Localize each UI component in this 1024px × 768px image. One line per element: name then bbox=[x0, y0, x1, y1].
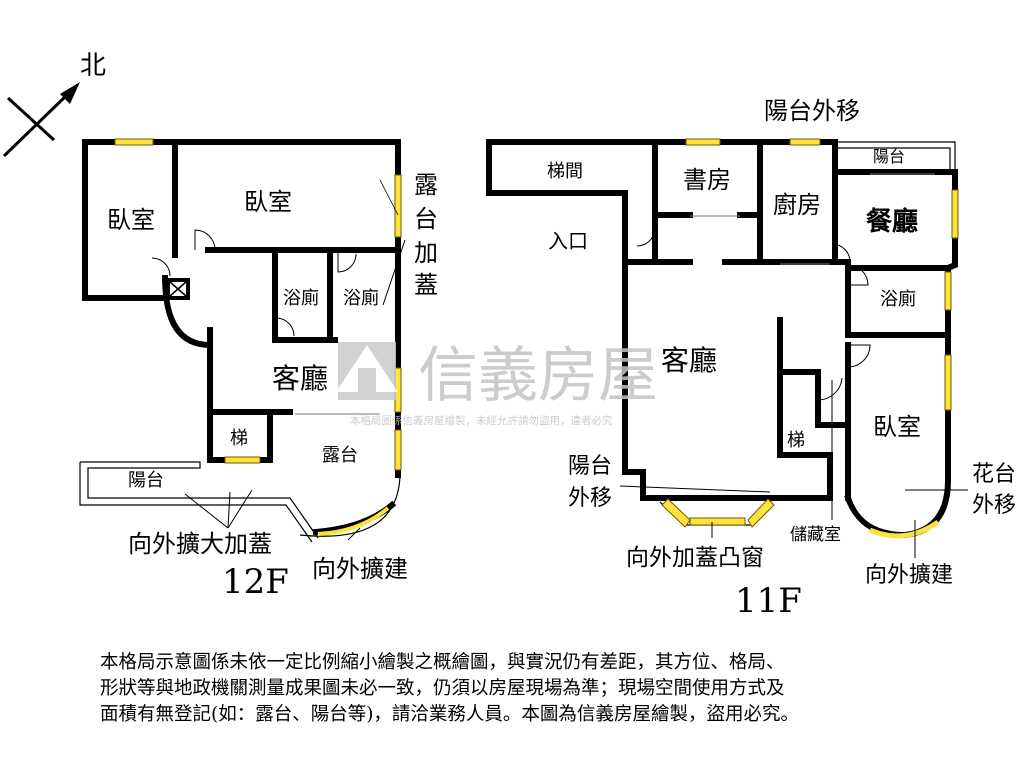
room-living-12f: 客廳 bbox=[272, 362, 328, 395]
room-balcony-11f: 陽台 bbox=[873, 147, 905, 166]
disclaimer-line: 面積有無登記(如：露台、陽台等)，請洽業務人員。本圖為信義房屋繪製，盜用必究。 bbox=[100, 704, 799, 725]
compass: 北 bbox=[2, 51, 106, 158]
room-bedroom-left: 臥室 bbox=[107, 206, 155, 234]
window bbox=[951, 189, 959, 239]
note-balcony-move-left-2: 外移 bbox=[568, 486, 612, 511]
window bbox=[224, 456, 261, 464]
north-arrow-icon bbox=[60, 82, 80, 104]
wall-outer-left-top bbox=[486, 139, 628, 265]
room-terrace: 露台 bbox=[322, 445, 358, 466]
annotation-leader bbox=[227, 489, 253, 529]
disclaimer-line: 形狀等與地政機關測量成果圖未必一致，仍須以房屋現場為準；現場空間使用方式及 bbox=[100, 678, 785, 699]
room-stairwell: 梯間 bbox=[547, 161, 583, 182]
window bbox=[789, 138, 821, 146]
watermark-small: 本格局圖係信義房屋繪製，未經允許請勿盜用，違者必究 bbox=[350, 414, 613, 427]
balcony-outline bbox=[835, 147, 951, 172]
wall-inner bbox=[272, 252, 338, 343]
window bbox=[685, 138, 721, 146]
north-label: 北 bbox=[80, 51, 106, 81]
door-swing bbox=[636, 227, 656, 247]
wall-outer-left bbox=[82, 139, 168, 301]
room-balcony-12f: 陽台 bbox=[128, 470, 164, 491]
floor-12f: 臥室 臥室 浴廁 浴廁 客廳 梯 露台 陽台 露 台 加 蓋 向外擴大加蓋 向外… bbox=[79, 138, 438, 602]
room-study: 書房 bbox=[683, 166, 731, 194]
wall-outer-top bbox=[82, 139, 401, 423]
window bbox=[944, 354, 952, 411]
wall-inner bbox=[777, 317, 851, 428]
window bbox=[394, 429, 402, 471]
disclaimer: 本格局示意圖係未依一定比例縮小繪製之概繪圖，與實況仍有差距，其方位、格局、 形狀… bbox=[100, 650, 940, 728]
note-garden-move-2: 外移 bbox=[972, 493, 1016, 518]
window bbox=[661, 498, 691, 528]
annotation-leader bbox=[347, 527, 361, 541]
note-expand-cover: 向外擴大加蓋 bbox=[128, 530, 272, 558]
room-stair-12f: 梯 bbox=[230, 428, 248, 449]
annotation-leader bbox=[382, 239, 406, 306]
door-swing bbox=[151, 257, 171, 277]
door-swing bbox=[275, 317, 295, 337]
door-swing bbox=[847, 344, 871, 368]
room-living-11f: 客廳 bbox=[661, 344, 717, 377]
note-terrace-cover-3: 加 bbox=[414, 239, 438, 267]
window-curved bbox=[869, 519, 940, 539]
room-bath-11f: 浴廁 bbox=[880, 288, 916, 310]
floor-title-11f: 11F bbox=[735, 581, 802, 621]
room-bath-right: 浴廁 bbox=[343, 287, 379, 309]
room-kitchen: 廚房 bbox=[773, 191, 821, 219]
room-dining: 餐廳 bbox=[866, 206, 918, 237]
floor-11f: 梯間 書房 廚房 陽台 餐廳 入口 浴廁 客廳 臥室 梯 儲藏室 陽台外移 陽台… bbox=[486, 97, 1016, 621]
note-expand-build-11f: 向外擴建 bbox=[865, 563, 953, 588]
room-bedroom-11f: 臥室 bbox=[873, 413, 921, 441]
room-entrance: 入口 bbox=[548, 229, 588, 253]
annotation-leader bbox=[619, 485, 771, 493]
room-storage: 儲藏室 bbox=[790, 525, 841, 545]
note-balcony-move-top: 陽台外移 bbox=[764, 97, 860, 125]
wall-outer-left bbox=[622, 259, 833, 501]
window bbox=[114, 138, 154, 146]
door-swing bbox=[194, 229, 216, 251]
window-curved bbox=[317, 506, 390, 536]
door-swing bbox=[337, 252, 357, 273]
room-stair-11f: 梯 bbox=[787, 430, 805, 451]
balcony-outline bbox=[79, 462, 313, 543]
balcony-outline bbox=[835, 141, 956, 170]
note-garden-move-1: 花台 bbox=[972, 462, 1016, 487]
compass-north-line bbox=[2, 92, 70, 158]
window bbox=[944, 271, 952, 311]
wall-bath bbox=[845, 259, 951, 338]
window bbox=[394, 174, 402, 238]
note-terrace-cover-4: 蓋 bbox=[414, 271, 438, 299]
watermark-logo-icon bbox=[358, 368, 376, 398]
room-bath-left: 浴廁 bbox=[283, 287, 319, 309]
floor-title-12f: 12F bbox=[222, 562, 289, 602]
door-swing bbox=[831, 243, 851, 263]
annotation-leader bbox=[379, 179, 399, 216]
wall-stair-11f bbox=[777, 369, 833, 501]
balcony-outline bbox=[80, 461, 319, 539]
window bbox=[747, 498, 775, 528]
compass-cross-line bbox=[6, 96, 56, 142]
watermark: 信義房屋 本格局圖係信義房屋繪製，未經允許請勿盜用，違者必究 bbox=[336, 341, 658, 427]
terrace-arc bbox=[299, 474, 401, 537]
note-expand-build-12f: 向外擴建 bbox=[312, 555, 408, 583]
note-bay-window: 向外加蓋凸窗 bbox=[626, 545, 764, 571]
watermark-brand: 信義房屋 bbox=[418, 341, 658, 411]
note-terrace-cover-1: 露 bbox=[414, 171, 438, 199]
annotation-leader bbox=[184, 493, 229, 529]
note-balcony-move-left-1: 陽台 bbox=[568, 454, 612, 479]
annotation-leader bbox=[227, 491, 231, 529]
window bbox=[689, 517, 746, 526]
room-bedroom-main: 臥室 bbox=[244, 188, 292, 216]
utility-box-cross bbox=[169, 281, 187, 297]
wall-outer-curve bbox=[161, 274, 273, 415]
door-swing bbox=[847, 264, 869, 286]
disclaimer-line: 本格局示意圖係未依一定比例縮小繪製之概繪圖，與實況仍有差距，其方位、格局、 bbox=[100, 652, 785, 673]
note-terrace-cover-2: 台 bbox=[414, 205, 438, 233]
door-swing bbox=[817, 375, 843, 401]
